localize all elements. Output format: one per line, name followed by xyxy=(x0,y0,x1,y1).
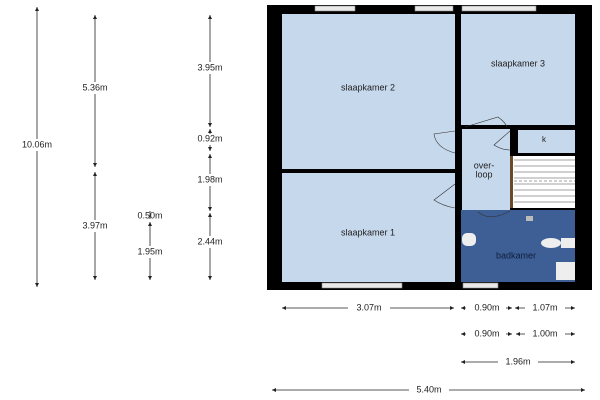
dim-label: 2.44m xyxy=(197,236,222,246)
toilet-icon xyxy=(541,238,561,248)
window xyxy=(314,5,356,12)
window xyxy=(414,5,454,12)
dim-label: 5.36m xyxy=(82,82,107,92)
dim-label: 1.98m xyxy=(197,174,222,184)
window xyxy=(461,5,537,12)
room-k xyxy=(518,130,575,153)
dim-label-total-width: 5.40m xyxy=(416,384,441,394)
dim-label: 3.95m xyxy=(197,62,222,72)
dim-label-total-height: 10.06m xyxy=(22,139,52,149)
drain-icon xyxy=(526,216,533,221)
dim-label: 0.92m xyxy=(197,133,222,143)
dim-label: 0.90m xyxy=(474,328,499,338)
vertical-dimensions: 10.06m 5.36m 3.97m 0.50m 1.95m 3.95m 0.9… xyxy=(14,7,231,287)
window xyxy=(462,282,499,289)
stair-steps xyxy=(514,159,575,203)
room-label-badkamer: badkamer xyxy=(496,250,536,260)
door xyxy=(477,210,511,218)
horizontal-dimensions: 3.07m 0.90m 1.07m 0.90m 1.00m 1.96m 5.40… xyxy=(272,302,585,396)
shower-icon xyxy=(556,262,575,280)
door xyxy=(464,116,508,128)
dim-label: 1.07m xyxy=(532,302,557,312)
room-slaapkamer-3 xyxy=(461,14,575,125)
room-label-slaapkamer-1: slaapkamer 1 xyxy=(341,227,395,237)
room-slaapkamer-1 xyxy=(282,173,455,282)
room-label-slaapkamer-3: slaapkamer 3 xyxy=(491,58,545,68)
room-label-overloop: loop xyxy=(475,169,492,179)
door xyxy=(433,130,456,154)
door xyxy=(433,183,456,209)
room-label-k: k xyxy=(542,135,547,144)
dim-label: 1.00m xyxy=(532,328,557,338)
window xyxy=(321,282,403,289)
room-label-slaapkamer-2: slaapkamer 2 xyxy=(341,82,395,92)
plan: slaapkamer 2 slaapkamer 3 slaapkamer 1 o… xyxy=(267,5,592,290)
room-overloop xyxy=(462,129,510,210)
room-label-overloop: over- xyxy=(474,160,495,170)
staircase xyxy=(512,156,575,208)
dim-label: 1.96m xyxy=(505,356,530,366)
dim-label: 3.97m xyxy=(82,220,107,230)
door xyxy=(493,130,511,151)
dim-label: 3.07m xyxy=(356,302,381,312)
dim-label: 1.95m xyxy=(137,246,162,256)
dim-label: 0.90m xyxy=(474,302,499,312)
room-slaapkamer-2 xyxy=(282,14,455,169)
sink-icon xyxy=(462,233,476,246)
dim-label: 0.50m xyxy=(137,210,162,220)
